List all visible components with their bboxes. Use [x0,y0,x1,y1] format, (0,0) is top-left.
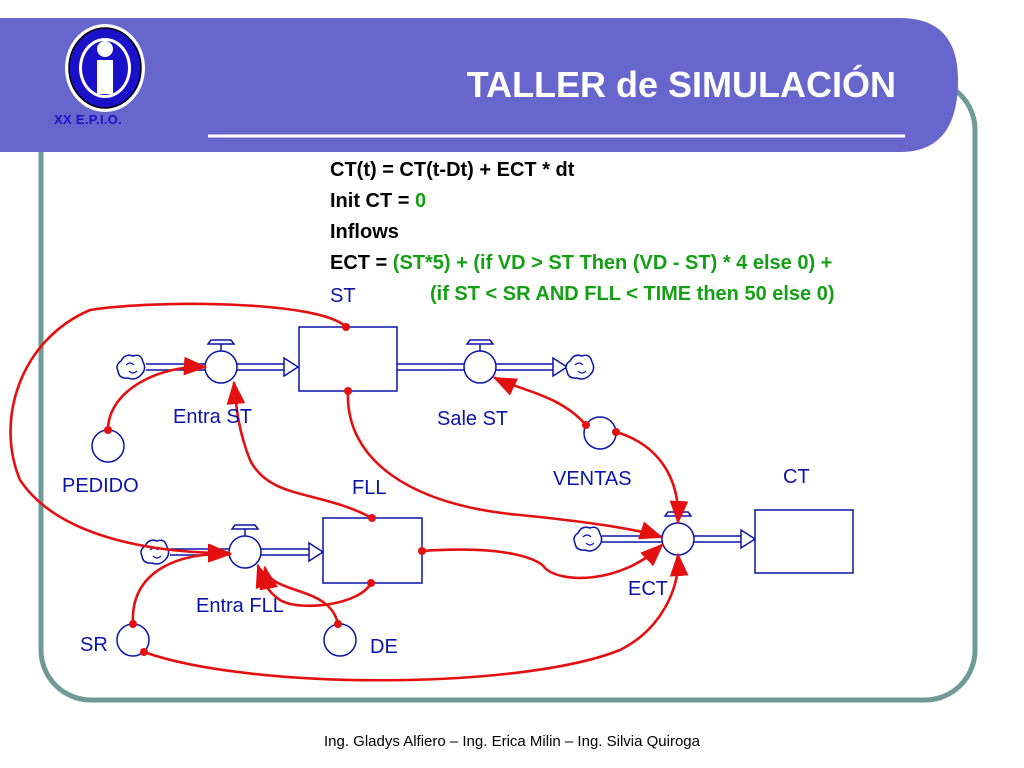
connector-dot [368,514,376,522]
link-st-ect [346,389,664,540]
connector-dot [612,428,620,436]
entra-fll-label: Entra FLL [196,595,284,617]
ect-expression: (ST*5) + (if VD > ST Then (VD - ST) * 4 … [392,252,833,274]
entra-fll-valve [228,524,262,569]
connector-dot [582,421,590,429]
de-converter [323,623,357,657]
init-ct-value: 0 [415,190,427,212]
sale-st-valve [463,339,497,384]
connector-dot [129,620,137,628]
ect-label: ECT [628,578,668,600]
cloud-icon [565,354,595,380]
ventas-label: VENTAS [553,468,632,490]
page-title: TALLER de SIMULACIÓN [466,64,896,105]
entra-st-label: Entra ST [173,406,252,428]
cloud-icon [573,526,603,552]
ventas-converter [583,416,617,450]
connector-dot [140,648,148,656]
connector-dot [342,323,350,331]
link-de-entra-fll [259,565,340,626]
st-stock [298,326,398,392]
ct-label: CT [783,466,810,488]
logo-label: XX E.P.I.O. [54,112,123,127]
sr-label: SR [80,634,108,656]
fll-stock [322,517,423,584]
entra-st-valve [204,339,238,384]
connector-dot [104,426,112,434]
link-st-entra-fll [9,302,348,563]
epio-logo [65,24,145,112]
link-sr-ect [142,552,689,682]
link-sr-entra-fll [131,543,233,626]
link-pedido-entra-st [106,356,208,432]
link-fll-ect [420,543,664,580]
pedido-converter [91,429,125,463]
equation-ct: CT(t) = CT(t-Dt) + ECT * dt [330,159,575,181]
link-fll-entra-st [226,380,374,520]
connector-dot [344,387,352,395]
pedido-label: PEDIDO [62,475,139,497]
connector-dot [418,547,426,555]
equation-init-ct: Init CT = 0 [330,190,426,213]
fll-label: FLL [352,477,387,499]
equation-inflows: Inflows [330,221,399,243]
ct-stock [754,509,854,574]
de-label: DE [370,636,398,658]
equation-ect: ECT = (ST*5) + (if VD > ST Then (VD - ST… [330,252,832,275]
footer-authors: Ing. Gladys Alfiero – Ing. Erica Milin –… [323,733,700,750]
st-label: ST [330,285,356,307]
link-ventas-ect [614,430,689,525]
cloud-icon [140,539,170,565]
init-ct-prefix: Init CT = [330,190,415,212]
sale-st-label: Sale ST [437,408,509,430]
stock-flow-diagram [9,302,854,682]
link-ventas-sale-st [492,376,588,427]
cloud-icon [116,354,146,380]
equation-ect-continued: (if ST < SR AND FLL < TIME then 50 else … [430,283,835,305]
connector-dot [367,579,375,587]
header-band [0,18,958,152]
connector-dot [334,620,342,628]
ect-prefix: ECT = [330,252,393,274]
